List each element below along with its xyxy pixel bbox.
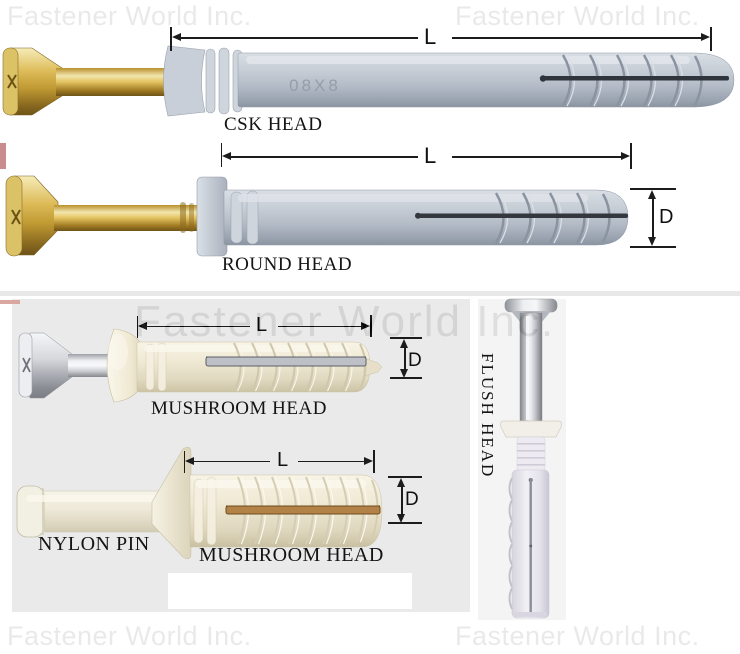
dim-arrow-down [397,514,405,523]
nylon-anchor-gray [196,176,629,257]
nylon-diameter-label: D [405,489,419,510]
dim-arrow-right [364,456,373,465]
dim-line [404,347,406,371]
watermark-top-left: Fastener World Inc. [7,1,252,31]
dim-tick [630,188,676,190]
blank-white-box [168,573,412,609]
size-marking: 08X8 [289,76,341,95]
dim-tick [388,522,422,524]
mushroom-diameter-label: D [408,350,422,371]
mushroom-head-fastener-image [18,328,383,403]
csk-head-label: CSK HEAD [224,114,323,135]
dim-tick [220,143,222,167]
csk-head-fastener-image: 08X8 [2,45,735,117]
dim-arrow-up [648,190,656,199]
anchor-flange [196,176,228,257]
photo-divider [0,291,740,296]
mushroom-flange [151,446,192,560]
nylon-pin-fastener-image [16,446,383,560]
nylon-length-label: L [277,449,289,471]
dim-arrow-left [138,321,147,330]
dim-line [194,460,270,462]
dim-line [452,156,621,158]
flush-head-fastener-image [500,298,562,619]
dim-arrow-down [400,369,408,378]
watermark-bottom-left: Fastener World Inc. [7,621,252,651]
screw-recess [7,74,17,89]
nylon-anchor-cream [151,446,383,560]
dim-tick [373,450,375,473]
screw-recess [22,357,31,373]
dim-arrow-right [621,152,630,160]
dim-line [181,37,418,39]
dim-tick [136,316,138,338]
dim-tick [630,246,676,248]
dim-arrow-left [222,152,231,160]
anchor-expansion-slot [416,213,628,218]
anchor-collar [163,45,206,117]
photo-artifact-red-left [0,143,6,169]
mushroom-head-label-2: MUSHROOM HEAD [199,544,384,566]
nylon-pin [16,485,169,538]
nylon-anchor-gray: 08X8 [163,45,735,117]
dim-arrow-down [648,237,656,246]
dim-line [278,325,361,327]
dim-tick [370,315,372,337]
mushroom-length-label: L [256,314,268,336]
anchor-flange [500,420,562,438]
dim-tick [170,27,172,51]
anchor-slot-with-pin [205,356,367,367]
dim-line [401,486,403,516]
flush-head-label: FLUSH HEAD [478,353,497,479]
dim-tick [388,476,422,478]
nylon-anchor-white [500,420,562,619]
dim-line [298,460,364,462]
brass-screw [5,175,198,257]
dim-arrow-up [397,478,405,487]
round-head-fastener-image [5,175,629,257]
anchor-expansion-slot [541,76,729,81]
dim-arrow-left [185,456,194,465]
watermark-bottom-right: Fastener World Inc. [455,621,700,651]
dim-line [231,156,418,158]
pin-cap [16,485,45,538]
dim-line [147,325,250,327]
dim-arrow-right [361,321,370,330]
nylon-pin-label: NYLON PIN [38,533,150,555]
dim-arrow-right [701,33,710,41]
dim-tick [390,337,422,339]
round-head-label: ROUND HEAD [222,254,353,275]
anchor-tip-nub [363,357,383,377]
screw-thread [180,202,186,233]
csk-length-label: L [424,24,437,49]
dim-tick [183,451,185,473]
anchor-ribs [233,342,367,392]
anchor-expansion-slot [225,505,381,515]
dim-tick [630,143,632,169]
dim-arrow-up [400,339,408,348]
watermark-top-right: Fastener World Inc. [455,1,700,31]
photo-artifact-pink-edge [0,300,20,304]
anchor-body [237,52,735,108]
dim-line [452,37,701,39]
round-diameter-label: D [659,206,674,228]
nylon-anchor-cream [106,328,383,403]
mushroom-head-label: MUSHROOM HEAD [151,398,327,419]
screw-recess [11,209,21,225]
round-length-label: L [424,143,437,168]
anchor-ribs [508,477,513,610]
dim-line [652,198,654,238]
watermark-center: Fastener World Inc. [134,297,556,346]
brass-screw [2,47,173,116]
dim-tick [710,27,712,51]
dim-arrow-left [172,33,181,41]
